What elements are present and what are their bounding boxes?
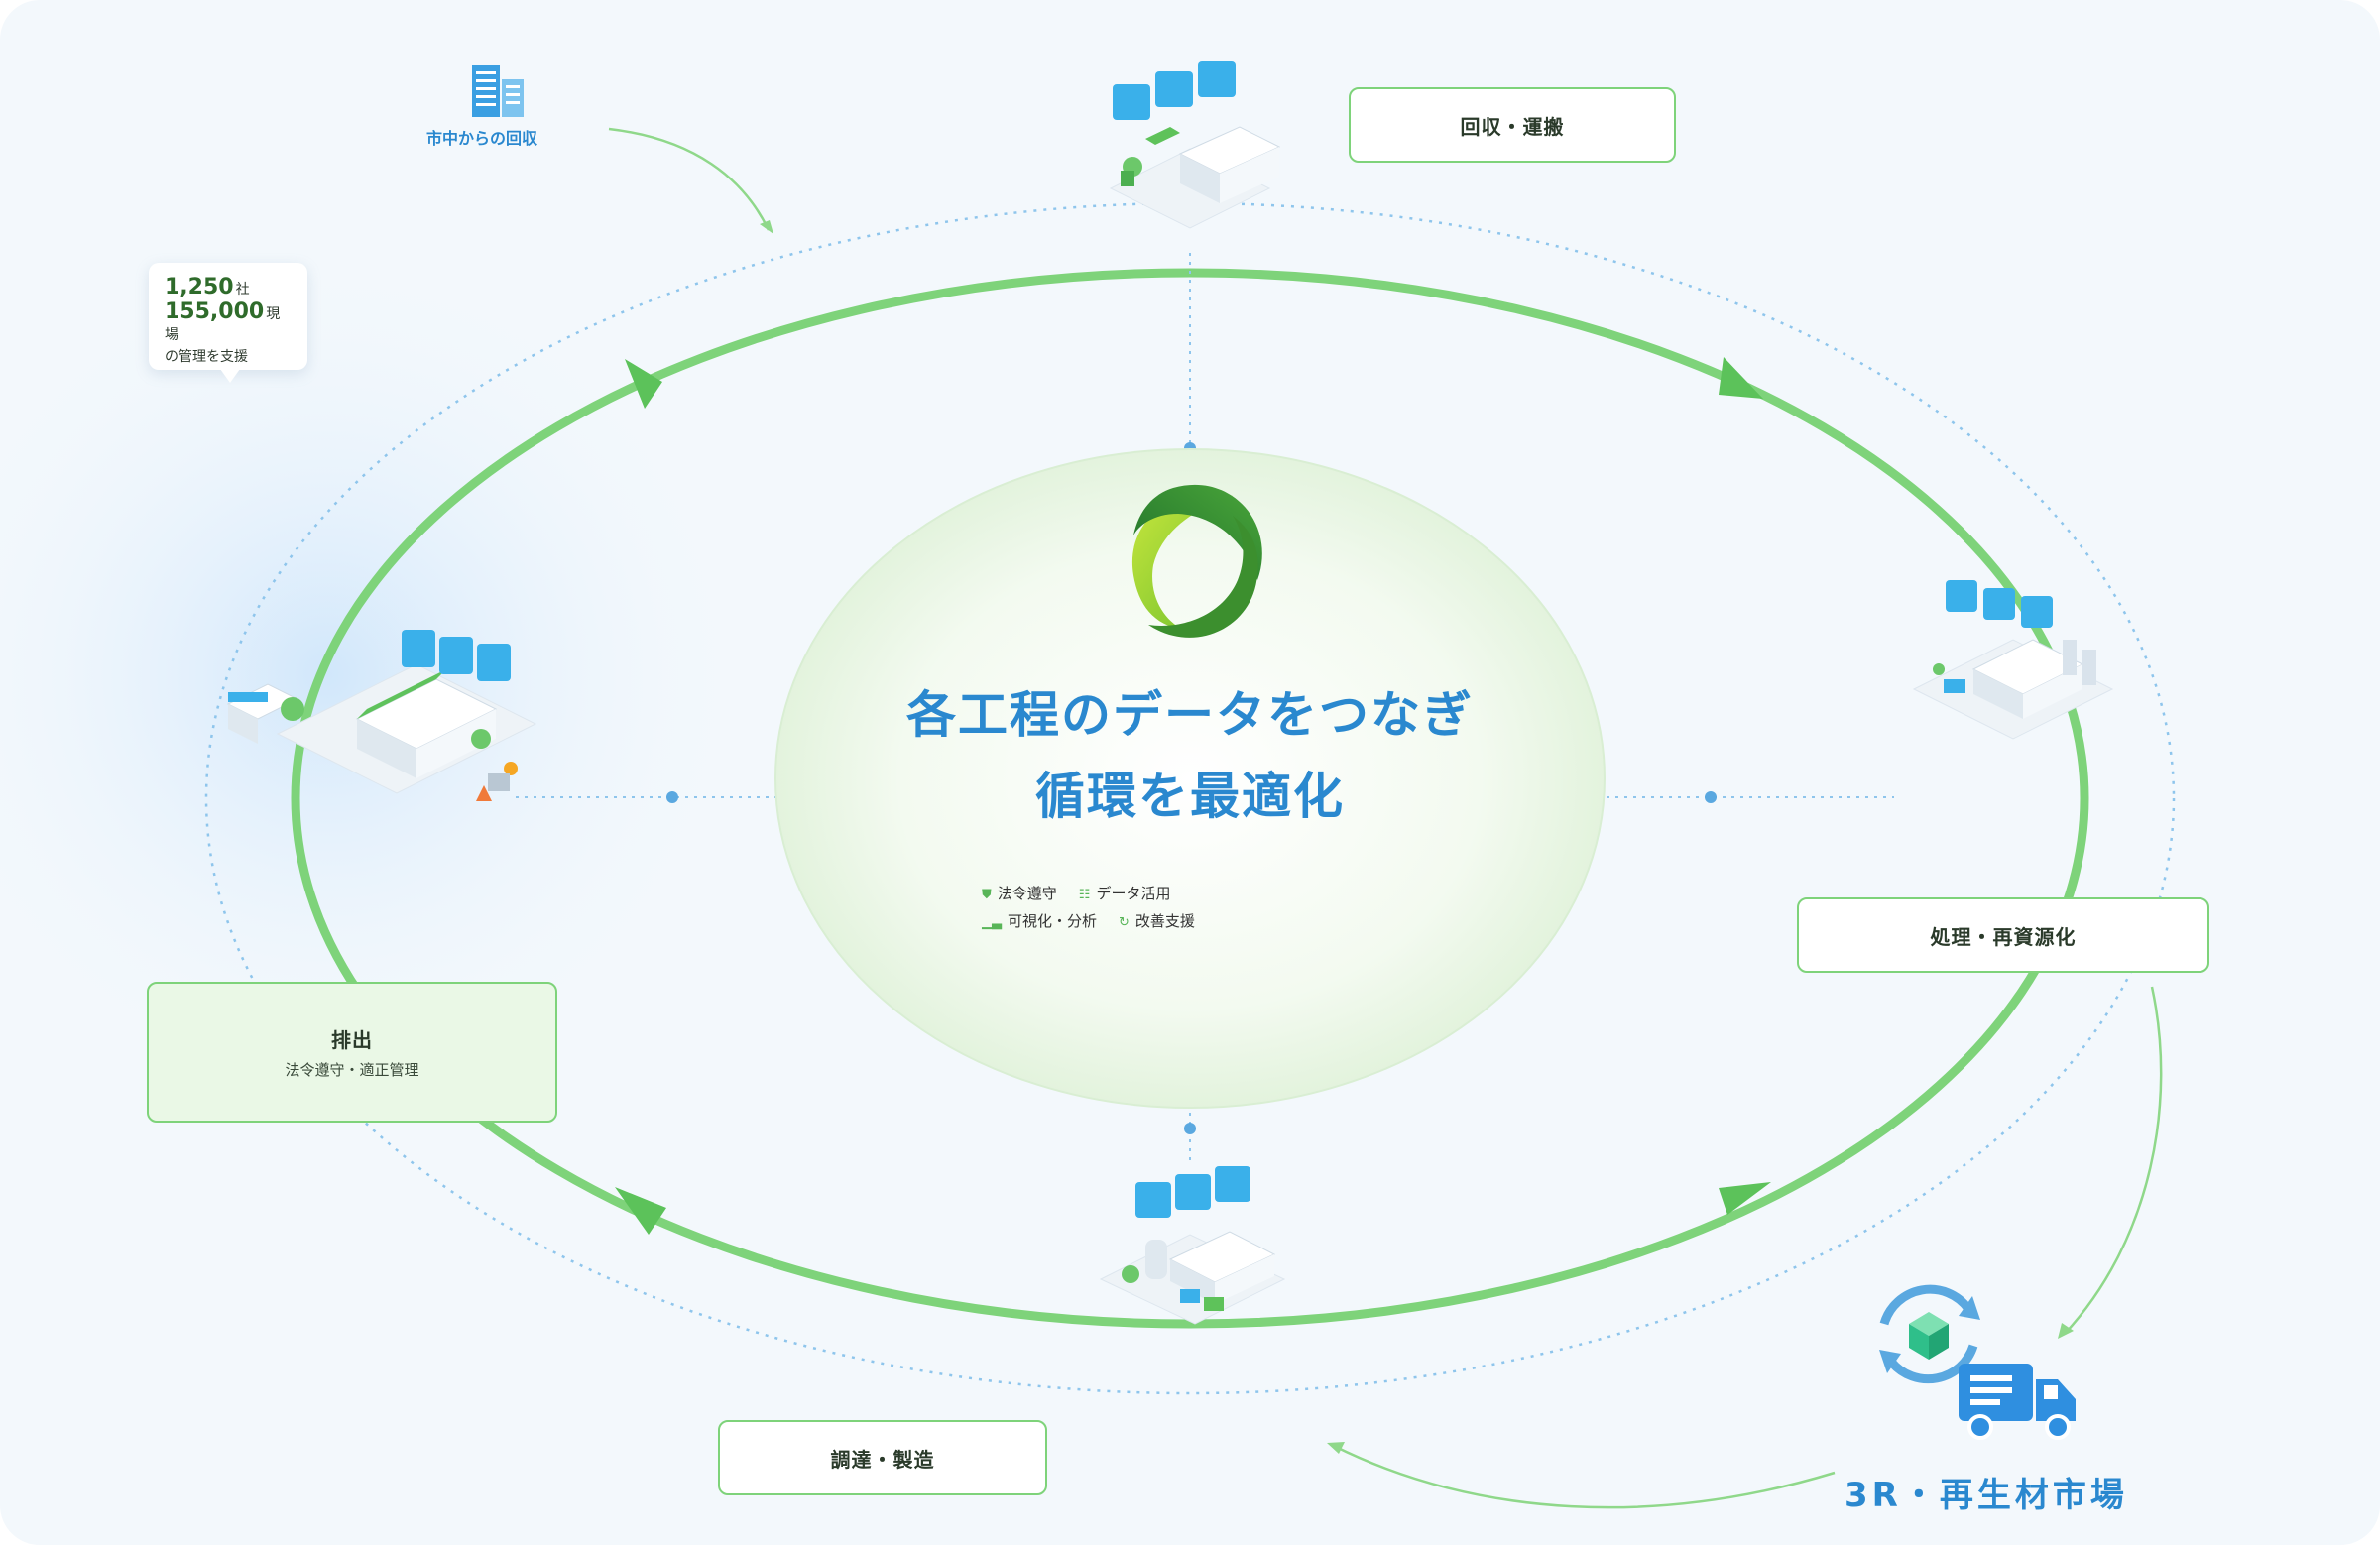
stage-procurement-title: 調達・製造 bbox=[830, 1447, 935, 1472]
outer-dotted-ring bbox=[204, 201, 2176, 1395]
city-inflow-arrow bbox=[608, 127, 771, 231]
shield-icon: ⛊ bbox=[982, 888, 992, 902]
feature-label: 可視化・分析 bbox=[1008, 912, 1098, 930]
database-icon: ☷ bbox=[1078, 888, 1091, 902]
feature-label: 改善支援 bbox=[1134, 912, 1195, 930]
manufacturing-illustration bbox=[1099, 1166, 1286, 1325]
stage-processing-title: 処理・再資源化 bbox=[1930, 924, 2077, 949]
feature-row-2: ▁▃ 可視化・分析 ↻ 改善支援 bbox=[982, 908, 1240, 936]
feature-item: ⛊ 法令遵守 bbox=[982, 881, 1057, 908]
recycle-logo-icon bbox=[1131, 484, 1262, 638]
cycle-arrow-top-left bbox=[625, 359, 662, 409]
feature-item: ↻ 改善支援 bbox=[1119, 908, 1195, 936]
stage-collection-title: 回収・運搬 bbox=[1460, 114, 1565, 139]
stage-processing-box[interactable]: 処理・再資源化 bbox=[1797, 897, 2209, 973]
city-inflow-arrowhead bbox=[760, 220, 774, 234]
processing-plant-illustration bbox=[1912, 580, 2114, 740]
market-outflow-arrowhead bbox=[2058, 1323, 2074, 1339]
feature-row-1: ⛊ 法令遵守 ☷ データ活用 bbox=[982, 881, 1240, 908]
stage-procurement-box[interactable]: 調達・製造 bbox=[718, 1420, 1047, 1495]
feature-list: ⛊ 法令遵守 ☷ データ活用 ▁▃ 可視化・分析 ↻ 改善支援 bbox=[982, 881, 1240, 936]
sites-unit: 現場 bbox=[165, 306, 281, 343]
feature-item: ☷ データ活用 bbox=[1079, 881, 1171, 908]
stage-discharge-subtitle: 法令遵守・適正管理 bbox=[285, 1061, 419, 1079]
stage-discharge-title: 排出 bbox=[331, 1028, 373, 1052]
cycle-arrow-bottom-left bbox=[615, 1187, 666, 1235]
companies-value: 1,250 bbox=[165, 275, 234, 299]
recycle-cycle-icon bbox=[1879, 1284, 1980, 1384]
feature-label: データ活用 bbox=[1096, 885, 1171, 902]
stats-note: の管理を支援 bbox=[165, 349, 248, 365]
stage-discharge-box[interactable]: 排出 法令遵守・適正管理 bbox=[147, 982, 557, 1123]
bar-chart-icon: ▁▃ bbox=[982, 915, 1002, 930]
market-return-arrowhead bbox=[1327, 1442, 1345, 1454]
center-title-line2: 循環を最適化 bbox=[1035, 768, 1345, 825]
center-title: 各工程のデータをつなぎ 循環を最適化 bbox=[783, 674, 1597, 837]
discharge-factory-illustration bbox=[226, 630, 537, 801]
cycle-arrow-top-right bbox=[1719, 357, 1763, 399]
feature-label: 法令遵守 bbox=[997, 885, 1057, 902]
sites-value: 155,000 bbox=[165, 299, 265, 324]
connector-dot-bottom bbox=[1184, 1123, 1196, 1134]
cycle-arrow-bottom-right bbox=[1719, 1182, 1771, 1215]
glow-left bbox=[0, 248, 754, 1101]
connector-dot-right bbox=[1705, 791, 1717, 803]
stats-bubble-tail bbox=[220, 369, 240, 383]
connector-dot-left bbox=[666, 791, 678, 803]
companies-unit: 社 bbox=[235, 282, 250, 297]
refresh-icon: ↻ bbox=[1119, 915, 1130, 930]
delivery-truck-icon bbox=[1959, 1364, 2076, 1440]
city-building-icon bbox=[472, 65, 524, 117]
center-title-line1: 各工程のデータをつなぎ bbox=[906, 686, 1474, 744]
stage-collection-box[interactable]: 回収・運搬 bbox=[1349, 87, 1676, 163]
city-collection-label: 市中からの回収 bbox=[426, 129, 538, 148]
center-ellipse bbox=[774, 448, 1606, 1109]
market-return-arrow bbox=[1333, 1444, 1836, 1509]
collection-truck-illustration bbox=[1109, 61, 1281, 229]
market-outflow-arrow bbox=[2064, 986, 2163, 1335]
market-label: 3R・再生材市場 bbox=[1844, 1476, 2128, 1515]
feature-item: ▁▃ 可視化・分析 bbox=[982, 908, 1097, 936]
